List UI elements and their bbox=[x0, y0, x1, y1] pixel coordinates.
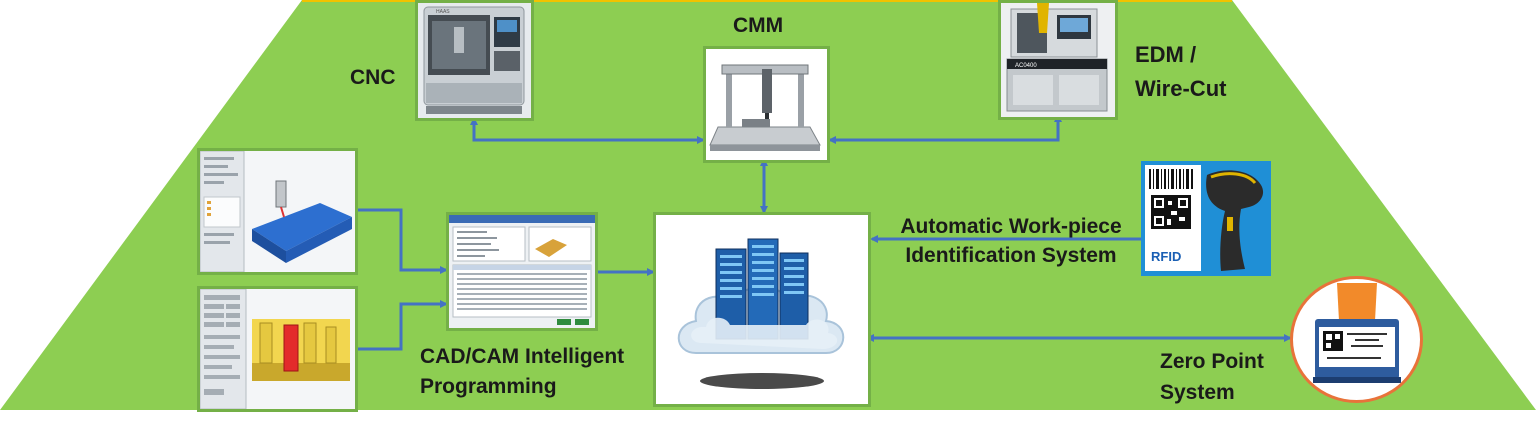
cloud-server-icon bbox=[656, 215, 868, 404]
cloud-server-image bbox=[653, 212, 871, 407]
zero-point-image bbox=[1290, 276, 1423, 403]
cad-mold-icon bbox=[200, 289, 355, 409]
cnc-image: HAAS bbox=[415, 0, 534, 121]
scanner-image: RFID bbox=[1141, 161, 1271, 276]
rfid-text: RFID bbox=[1151, 249, 1181, 264]
zps-label: Zero Point System bbox=[1160, 346, 1264, 408]
cmm-image bbox=[703, 46, 830, 163]
cmm-machine-icon bbox=[706, 49, 827, 160]
zps-label-line1: Zero Point bbox=[1160, 350, 1264, 373]
cnc-machine-icon: HAAS bbox=[418, 3, 531, 118]
green-trapezoid bbox=[0, 0, 1536, 410]
cad-model-icon bbox=[200, 151, 355, 272]
cadcam-label-line2: Programming bbox=[420, 375, 557, 398]
cad-screenshot-1 bbox=[197, 148, 358, 275]
svg-text:AC0400: AC0400 bbox=[1015, 63, 1037, 69]
cmm-label: CMM bbox=[733, 14, 784, 37]
edm-machine-icon: AC0400 bbox=[1001, 3, 1115, 117]
awis-label-line1: Automatic Work-piece bbox=[900, 215, 1122, 238]
cadcam-label: CAD/CAM Intelligent Programming bbox=[420, 342, 624, 402]
arrow-edm-cmm bbox=[828, 114, 1062, 144]
edm-label-line2: Wire-Cut bbox=[1135, 76, 1227, 101]
zero-point-fixture-icon bbox=[1313, 283, 1401, 383]
arrow-cad1-cadcam bbox=[357, 208, 448, 274]
cadcam-label-line1: CAD/CAM Intelligent bbox=[420, 345, 625, 368]
awis-label: Automatic Work-piece Identification Syst… bbox=[893, 212, 1129, 270]
edm-image: AC0400 bbox=[998, 0, 1118, 120]
arrow-cad2-cadcam bbox=[357, 300, 448, 351]
cad-screenshot-2 bbox=[197, 286, 358, 412]
svg-text:HAAS: HAAS bbox=[436, 9, 450, 15]
arrow-cnc-cmm bbox=[470, 117, 705, 144]
awis-label-line2: Identification System bbox=[905, 244, 1117, 267]
cadcam-software-image bbox=[446, 212, 598, 331]
cnc-label: CNC bbox=[350, 66, 396, 89]
barcode-scanner-icon: RFID bbox=[1145, 165, 1264, 271]
cadcam-window-icon bbox=[449, 215, 595, 328]
edm-label-line1: EDM / bbox=[1135, 42, 1197, 67]
edm-label: EDM / Wire-Cut bbox=[1135, 38, 1226, 106]
zps-label-line2: System bbox=[1160, 381, 1235, 404]
